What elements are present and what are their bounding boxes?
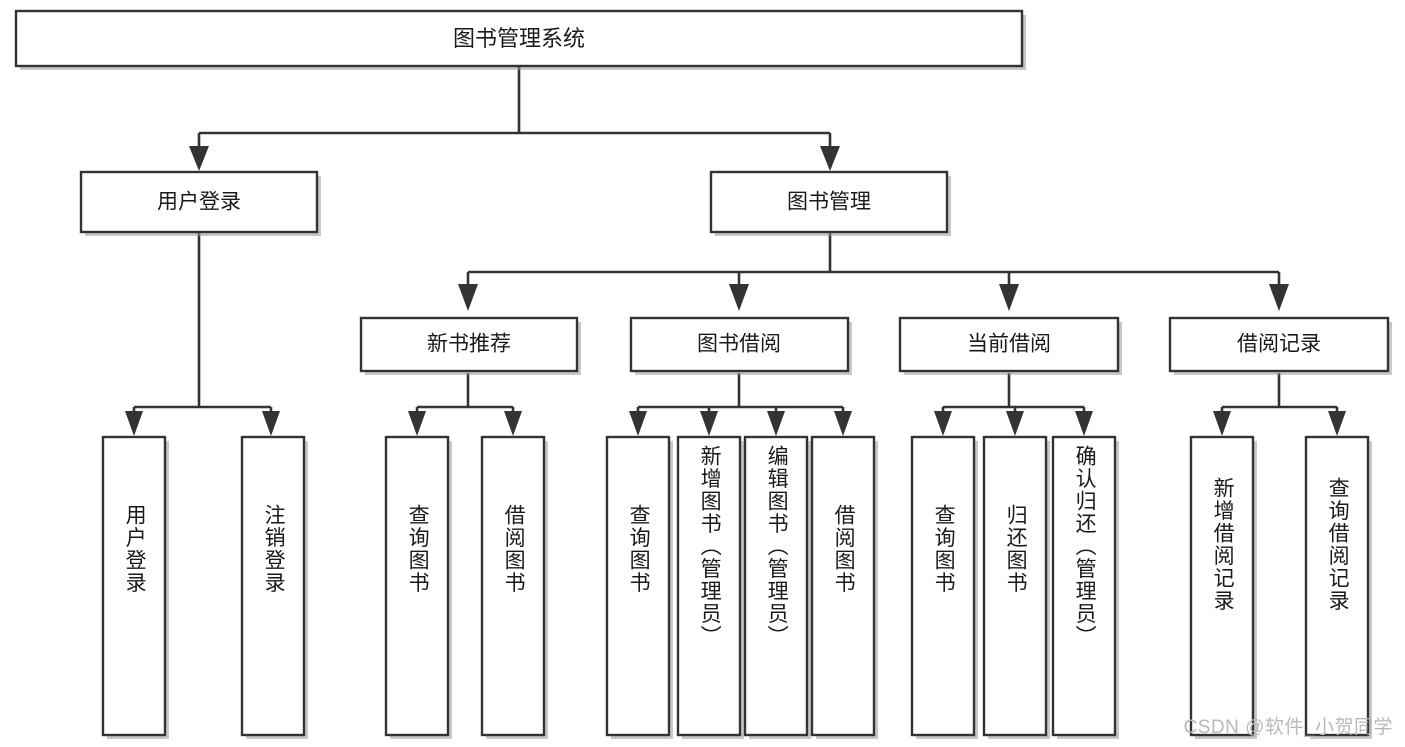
csdn-watermark: CSDN @软件_小贺同学 <box>1183 717 1393 738</box>
arrow-borrow-leaf-2 <box>700 411 718 436</box>
leaf-box-10[interactable] <box>1051 435 1117 737</box>
arrow-record-leaf-1 <box>1213 411 1231 436</box>
node-book-borrow[interactable]: 图书借阅 <box>629 316 852 375</box>
leaf-box-12[interactable] <box>1304 435 1370 737</box>
arrow-root-to-user-login <box>189 146 209 171</box>
node-new-book-recommend-box[interactable] <box>359 316 579 373</box>
node-new-book-recommend-label: 新书推荐 <box>427 333 511 356</box>
leaf-box-8[interactable] <box>910 435 976 737</box>
arrow-to-current-borrow <box>999 284 1019 311</box>
connector-group-user-login <box>125 233 280 436</box>
arrow-current-leaf-1 <box>934 411 952 436</box>
node-book-borrow-label: 图书借阅 <box>697 333 781 356</box>
arrow-current-leaf-2 <box>1006 411 1024 436</box>
arrow-user-login-leaf-2 <box>262 411 280 436</box>
node-book-manage[interactable]: 图书管理 <box>709 170 951 236</box>
leaf-box-11[interactable] <box>1189 435 1255 737</box>
connector-group-book-borrow <box>629 373 852 436</box>
arrow-to-borrow-record <box>1269 284 1289 311</box>
leaf-box-0[interactable] <box>101 435 167 737</box>
node-root-label: 图书管理系统 <box>453 26 585 51</box>
node-user-login[interactable]: 用户登录 <box>79 170 321 236</box>
arrow-recommend-leaf-2 <box>504 411 522 436</box>
node-borrow-record-box[interactable] <box>1168 316 1390 373</box>
arrow-to-book-borrow <box>729 284 749 311</box>
arrow-root-to-book-manage <box>820 146 840 171</box>
node-user-login-label: 用户登录 <box>157 191 241 214</box>
node-book-manage-box[interactable] <box>709 170 949 234</box>
node-book-borrow-box[interactable] <box>629 316 850 373</box>
arrow-current-leaf-3 <box>1075 411 1093 436</box>
arrow-recommend-leaf-1 <box>408 411 426 436</box>
arrow-borrow-leaf-1 <box>629 411 647 436</box>
connector-group-book-manage <box>458 233 1289 311</box>
leaf-box-3[interactable] <box>480 435 546 737</box>
node-current-borrow-box[interactable] <box>898 316 1120 373</box>
leaf-box-9[interactable] <box>982 435 1048 737</box>
node-book-manage-label: 图书管理 <box>787 191 871 214</box>
leaf-box-1[interactable] <box>240 435 306 737</box>
connector-group-current-borrow <box>934 373 1093 436</box>
leaf-box-6[interactable] <box>743 435 809 737</box>
arrow-borrow-leaf-3 <box>767 411 785 436</box>
arrow-borrow-leaf-4 <box>834 411 852 436</box>
node-borrow-record[interactable]: 借阅记录 <box>1168 316 1392 375</box>
arrow-user-login-leaf-1 <box>125 411 143 436</box>
connector-group-root <box>189 67 840 171</box>
connector-group-new-book-recommend <box>408 373 522 436</box>
leaf-node-group <box>101 435 1372 739</box>
arrow-to-new-book-recommend <box>458 284 478 311</box>
node-current-borrow-label: 当前借阅 <box>967 333 1051 356</box>
node-borrow-record-label: 借阅记录 <box>1237 333 1321 356</box>
leaf-box-5[interactable] <box>676 435 742 737</box>
node-root-box[interactable] <box>14 9 1024 68</box>
arrow-record-leaf-2 <box>1328 411 1346 436</box>
leaf-box-2[interactable] <box>384 435 450 737</box>
leaf-box-4[interactable] <box>605 435 671 737</box>
node-current-borrow[interactable]: 当前借阅 <box>898 316 1122 375</box>
node-new-book-recommend[interactable]: 新书推荐 <box>359 316 581 375</box>
leaf-box-7[interactable] <box>810 435 876 737</box>
connector-group-borrow-record <box>1213 373 1346 436</box>
node-user-login-box[interactable] <box>79 170 319 234</box>
node-root[interactable]: 图书管理系统 <box>14 9 1026 70</box>
